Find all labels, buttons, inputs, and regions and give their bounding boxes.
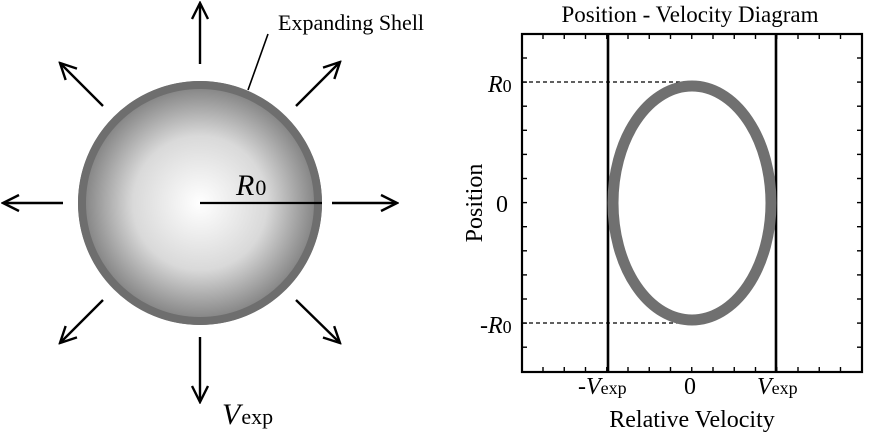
arrow-downright (295, 299, 340, 343)
expanding-shell-diagram: R0 Expanding Shell Vexp (3, 3, 424, 431)
position-velocity-diagram: Position - Velocity Diagram R0 0 -R0 Pos… (462, 2, 864, 433)
shell-label-leader (247, 33, 269, 91)
arrow-downleft (60, 299, 104, 343)
shell-ellipse (607, 80, 777, 326)
y-tick-neg-r0: -R0 (480, 313, 512, 339)
shell-label: Expanding Shell (278, 10, 424, 35)
diagram-title: Position - Velocity Diagram (561, 2, 818, 27)
y-tick-zero: 0 (496, 192, 508, 218)
y-axis-label: Position (462, 164, 488, 243)
x-tick-neg-vexp: -Vexp (578, 374, 627, 400)
x-axis-label: Relative Velocity (609, 407, 775, 433)
x-tick-pos-vexp: Vexp (757, 374, 798, 400)
radius-label: R0 (235, 169, 266, 202)
x-tick-zero: 0 (684, 374, 696, 400)
velocity-label: Vexp (222, 398, 273, 431)
expansion-arrows (3, 3, 397, 402)
arrow-upleft (60, 63, 104, 107)
y-tick-r0: R0 (487, 72, 512, 98)
arrow-upright (295, 62, 340, 107)
